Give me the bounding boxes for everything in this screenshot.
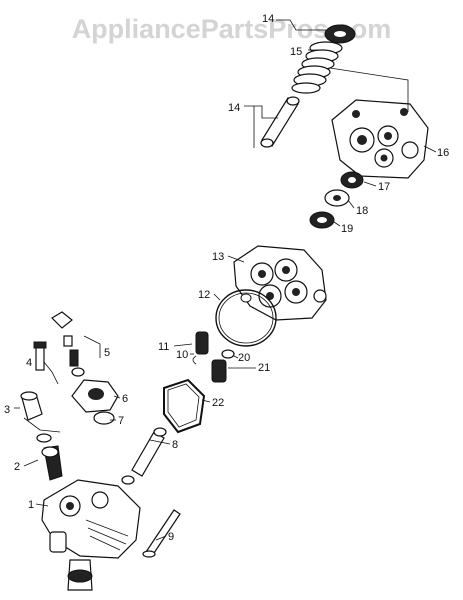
part-1-pump-body: [41, 479, 141, 591]
part-13-pump-head: [233, 245, 327, 321]
label-part-14-top: 14: [262, 13, 274, 25]
part-7-oring: [93, 411, 115, 425]
part-17-seal: [340, 171, 364, 189]
label-part-17: 17: [378, 181, 390, 193]
label-part-14-rod: 14: [228, 102, 240, 114]
label-part-16: 16: [437, 147, 449, 159]
label-part-13: 13: [212, 251, 224, 263]
label-part-11: 11: [158, 341, 169, 353]
part-5-unloader-spring: [51, 311, 85, 377]
part-4-bolt: [33, 341, 47, 371]
label-part-15: 15: [290, 46, 302, 58]
part-18-seal: [324, 189, 350, 207]
part-labels: 14 15 14 16 17 18 19 13 12 11 10 20 21 2…: [4, 13, 449, 543]
label-part-4: 4: [26, 357, 32, 369]
part-2-valve-stem: [36, 433, 63, 481]
label-part-9: 9: [168, 531, 174, 543]
label-part-7: 7: [118, 415, 124, 427]
label-part-18: 18: [356, 205, 368, 217]
part-15-spring: [291, 41, 343, 94]
part-21-valve: [211, 359, 227, 383]
part-9-rod: [142, 509, 181, 558]
part-14-top-washer: [324, 24, 356, 44]
label-part-3: 3: [4, 404, 10, 416]
label-part-8: 8: [172, 439, 178, 451]
part-11-valve: [195, 331, 209, 355]
label-part-5: 5: [104, 347, 110, 359]
part-22-gasket: [163, 378, 206, 434]
leader-lines: [14, 19, 437, 541]
label-part-19: 19: [341, 223, 353, 235]
part-3-cap: [20, 391, 43, 421]
part-16-manifold: [331, 99, 429, 179]
label-part-10: 10: [176, 349, 188, 361]
label-part-21: 21: [258, 362, 270, 374]
part-14-piston-rod: [260, 96, 300, 148]
part-10-clip: [192, 355, 197, 365]
label-part-1: 1: [28, 499, 34, 511]
label-part-20: 20: [238, 352, 250, 364]
part-8-bypass-tube: [121, 427, 167, 485]
part-19-seal: [309, 211, 335, 229]
label-part-6: 6: [122, 393, 128, 405]
label-part-2: 2: [14, 461, 20, 473]
label-part-12: 12: [198, 289, 210, 301]
part-12-gasket: [215, 289, 277, 347]
part-20-oring: [221, 349, 235, 359]
label-part-22: 22: [212, 397, 224, 409]
part-6-unloader-body: [71, 379, 119, 413]
